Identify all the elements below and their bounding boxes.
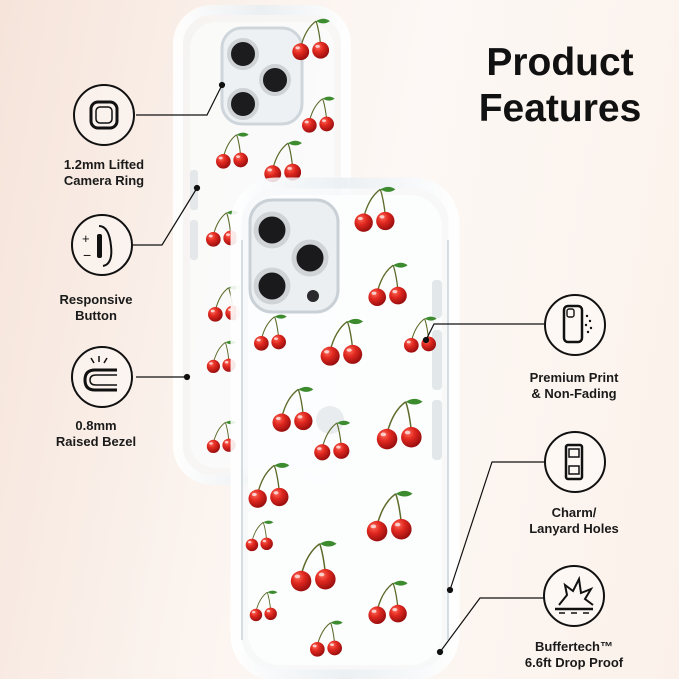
feature-lanyard-label: Charm/Lanyard Holes (529, 505, 619, 536)
print-phone-icon (544, 294, 606, 356)
svg-text:+: + (82, 231, 90, 246)
side-button-icon: +− (71, 214, 133, 276)
page-title: Product Features (455, 40, 665, 132)
raised-bezel-icon (71, 346, 133, 408)
title-line-1: Product (486, 41, 634, 84)
drop-impact-icon (543, 565, 605, 627)
feature-print-label: Premium Print& Non-Fading (529, 370, 619, 401)
callout-lines (133, 81, 544, 656)
front-phone-case (230, 177, 460, 679)
camera-ring-icon (73, 84, 135, 146)
lanyard-hole-icon (544, 431, 606, 493)
svg-text:−: − (83, 247, 91, 263)
title-line-2: Features (478, 87, 642, 130)
